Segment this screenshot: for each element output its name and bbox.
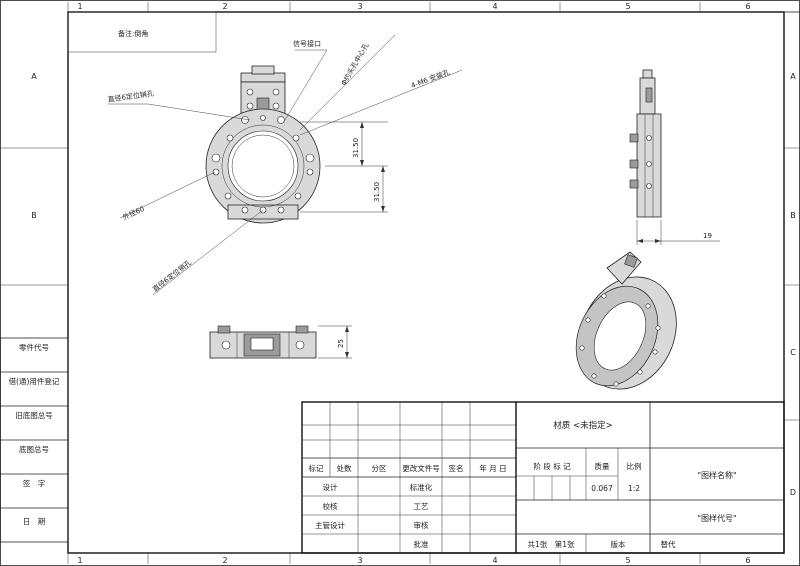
role-approve: 批准 — [414, 539, 429, 549]
dim-19: 19 — [703, 232, 712, 240]
label-locating-hole-bottom: 直径6定位销孔 — [151, 258, 193, 294]
header-signature: 签名 — [449, 463, 464, 473]
col-label-5-bottom: 5 — [625, 556, 630, 565]
col-label-6: 6 — [745, 2, 750, 11]
col-label-5: 5 — [625, 2, 630, 11]
col-label-6-bottom: 6 — [745, 556, 750, 565]
col-label-1-bottom: 1 — [77, 556, 82, 565]
sheet-count: 共1张 第1张 — [527, 539, 575, 549]
row-label-b-right: B — [790, 211, 796, 220]
dim-31-50-upper: 31.50 — [352, 138, 360, 158]
bottom-view — [209, 325, 317, 359]
row-label-a-right: A — [790, 72, 796, 81]
left-label-part-code: 零件代号 — [19, 342, 49, 352]
header-mark: 标记 — [309, 463, 324, 473]
front-view — [205, 65, 321, 224]
title-block: 标记 处数 分区 更改文件号 签名 年 月 日 设计 校核 主管设计 标准化 工… — [301, 401, 785, 554]
role-standardization: 标准化 — [410, 482, 433, 492]
role-design: 设计 — [323, 482, 338, 492]
label-locating-hole-top: 直径6定位销孔 — [107, 89, 154, 104]
col-label-2-bottom: 2 — [222, 556, 227, 565]
role-chief-design: 主管设计 — [315, 520, 345, 530]
isometric-view — [575, 251, 677, 390]
mass-label: 质量 — [595, 461, 610, 471]
row-label-c-right: C — [790, 348, 796, 357]
role-review: 审核 — [414, 520, 429, 530]
left-label-borrow-register: 借(通)用件登记 — [9, 376, 60, 386]
scale-value: 1:2 — [628, 484, 640, 493]
note-box — [67, 11, 217, 53]
dim-31-50-lower: 31.50 — [373, 182, 381, 202]
version-label: 版本 — [611, 539, 626, 549]
drawing-name: "图样名称" — [697, 470, 736, 480]
left-record-block: 零件代号 借(通)用件登记 旧底图总号 底图总号 签 字 日 期 — [0, 337, 69, 543]
col-label-3: 3 — [357, 2, 362, 11]
label-mount-hole: 4-M6 安装孔 — [410, 68, 451, 90]
stage-mark-label: 阶 段 标 记 — [533, 461, 571, 471]
side-view-dimension: 19 — [636, 220, 720, 245]
label-outer-diameter: 外径60 — [121, 204, 146, 222]
row-label-b: B — [31, 211, 37, 220]
role-check: 校核 — [323, 501, 338, 511]
header-count: 处数 — [337, 463, 352, 473]
header-change-doc: 更改文件号 — [402, 463, 440, 473]
label-signal-port: 信号接口 — [293, 39, 321, 48]
col-label-4-bottom: 4 — [492, 556, 497, 565]
col-label-3-bottom: 3 — [357, 556, 362, 565]
left-label-old-drawing-no: 旧底图总号 — [15, 410, 53, 420]
dim-25: 25 — [337, 339, 345, 348]
row-label-d-right: D — [790, 488, 796, 497]
col-label-4: 4 — [492, 2, 497, 11]
scale-label: 比例 — [627, 461, 642, 471]
bottom-view-dimension: 25 — [318, 325, 352, 359]
left-label-date: 日 期 — [23, 517, 46, 526]
left-label-drawing-no: 底图总号 — [19, 444, 49, 454]
mass-value: 0.067 — [591, 484, 613, 493]
header-date: 年 月 日 — [479, 463, 506, 473]
col-label-1: 1 — [77, 2, 82, 11]
row-label-a: A — [31, 72, 37, 81]
corner-note: 备注:倒角 — [118, 29, 148, 38]
left-label-sign: 签 字 — [23, 478, 46, 488]
side-view — [629, 69, 662, 218]
header-zone: 分区 — [372, 464, 387, 473]
replace-label: 替代 — [661, 539, 676, 549]
col-label-2: 2 — [222, 2, 227, 11]
role-process: 工艺 — [414, 502, 429, 511]
material-text: 材质 <未指定> — [553, 420, 612, 431]
front-view-dimensions: 31.50 31.50 — [300, 121, 388, 213]
drawing-code: "图样代号" — [697, 513, 736, 523]
